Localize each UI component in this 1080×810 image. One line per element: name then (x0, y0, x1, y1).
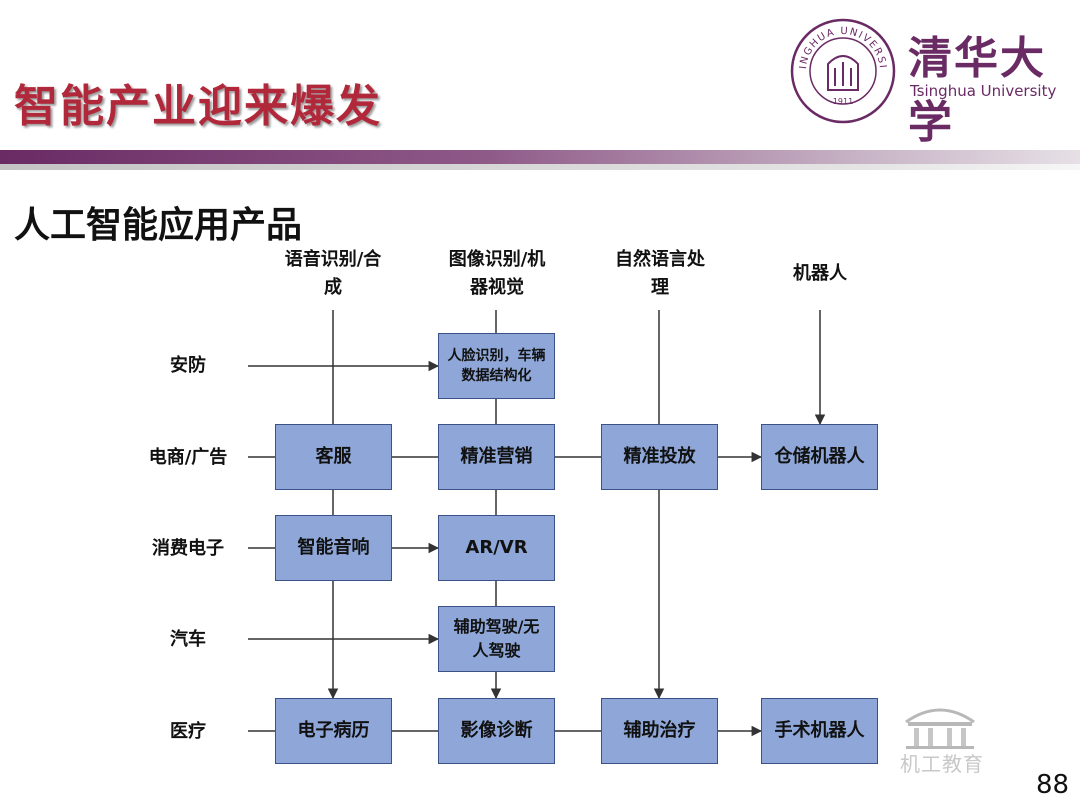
column-header-line: 成 (324, 277, 342, 298)
node-surgical-robot: 手术机器人 (761, 698, 878, 764)
node-text-line: 人脸识别，车辆 (447, 348, 546, 364)
title-bar-shadow (0, 164, 1080, 170)
row-label-ecommerce: 电商/广告 (148, 447, 228, 468)
node-warehouse-robot: 仓储机器人 (761, 424, 878, 490)
university-name-en: Tsinghua University (910, 82, 1057, 100)
node-text-line: 手术机器人 (774, 720, 865, 741)
node-precision-marketing: 精准营销 (438, 424, 555, 490)
node-text-line: 辅助治疗 (623, 720, 696, 741)
seal-year: 1911 (833, 97, 853, 106)
column-header-line: 机器人 (793, 263, 847, 284)
row-label-medical: 医疗 (170, 721, 206, 742)
node-imaging-diagnosis: 影像诊断 (438, 698, 555, 764)
column-header-nlp: 自然语言处 理 (590, 246, 730, 302)
column-header-line: 图像识别/机 (448, 249, 546, 270)
node-text-line: 影像诊断 (460, 720, 533, 741)
column-header-line: 自然语言处 (615, 249, 705, 270)
row-label-security: 安防 (170, 355, 206, 376)
slide-title: 智能产业迎来爆发 (14, 81, 382, 132)
column-header-vision: 图像识别/机 器视觉 (427, 246, 567, 302)
title-bar (0, 150, 1080, 164)
node-text-line: 智能音响 (297, 537, 370, 558)
row-label-consumer: 消费电子 (152, 538, 224, 559)
node-text-line: 精准营销 (460, 446, 533, 467)
column-header-line: 语音识别/合 (284, 249, 382, 270)
node-emr: 电子病历 (275, 698, 392, 764)
university-name-cn: 清华大学 (908, 33, 1046, 148)
node-text-line: 电子病历 (297, 720, 370, 741)
node-text-line: 仓储机器人 (774, 446, 865, 467)
node-assisted-treatment: 辅助治疗 (601, 698, 718, 764)
building-icon (905, 708, 975, 749)
column-header-robot: 机器人 (750, 260, 890, 288)
node-smart-speaker: 智能音响 (275, 515, 392, 581)
watermark-text: 机工教育 (900, 752, 984, 776)
node-text-line: 人驾驶 (472, 641, 521, 660)
node-ar-vr: AR/VR (438, 515, 555, 581)
node-text-line: 客服 (315, 446, 352, 467)
column-header-line: 器视觉 (470, 277, 524, 298)
page-number: 88 (1036, 770, 1070, 800)
column-header-line: 理 (651, 277, 669, 298)
node-text-line: 辅助驾驶/无 (453, 617, 540, 636)
node-text-line: 精准投放 (623, 446, 696, 467)
node-text-line: 数据结构化 (461, 368, 532, 384)
node-precision-ads: 精准投放 (601, 424, 718, 490)
node-customer-service: 客服 (275, 424, 392, 490)
row-label-auto: 汽车 (170, 629, 206, 650)
node-driving: 辅助驾驶/无人驾驶 (438, 606, 555, 672)
node-text-line: AR/VR (465, 537, 528, 558)
slide-subtitle: 人工智能应用产品 (14, 205, 303, 246)
column-header-speech: 语音识别/合 成 (263, 246, 403, 302)
node-face-recognition: 人脸识别，车辆数据结构化 (438, 333, 555, 399)
tsinghua-seal-icon: TSINGHUA UNIVERSITY 1911 (790, 18, 896, 124)
